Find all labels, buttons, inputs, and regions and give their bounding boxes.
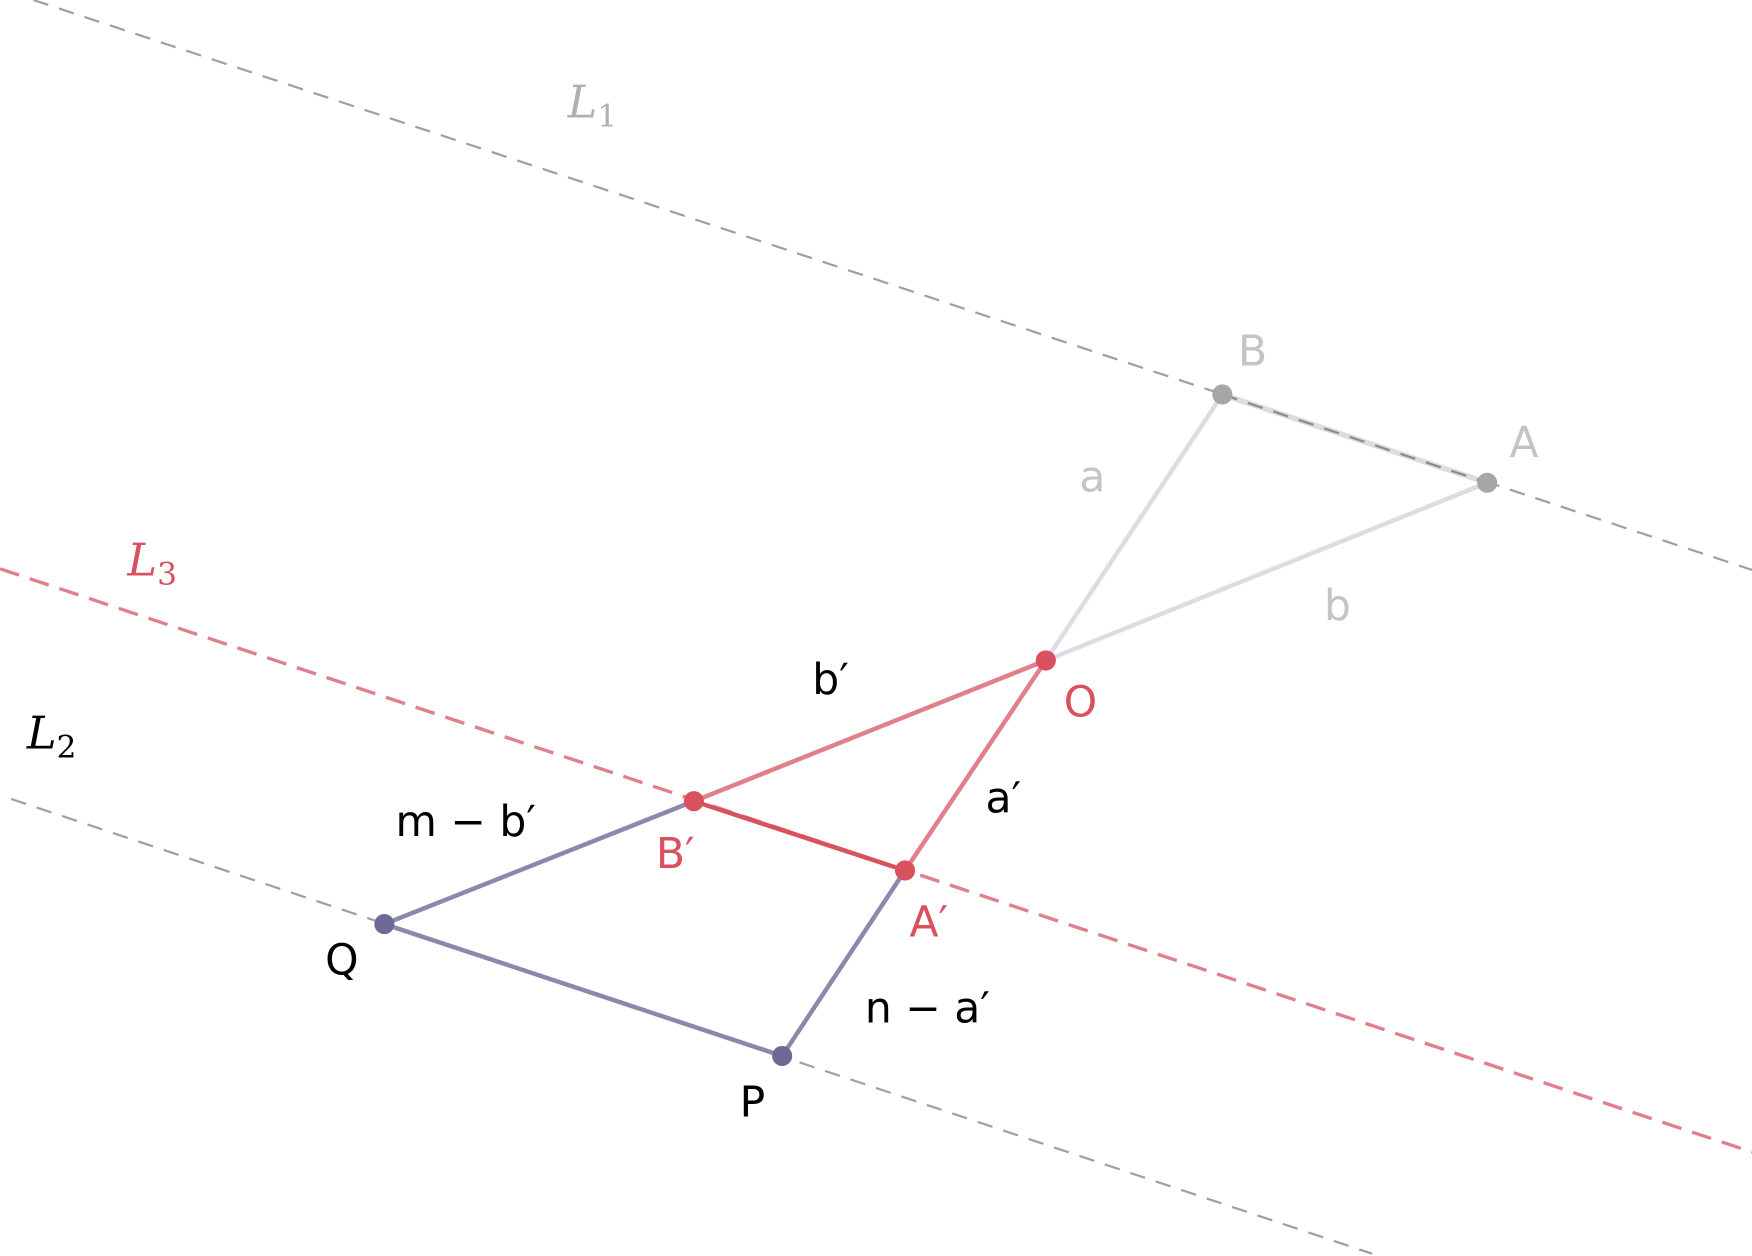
segment-n-minus-a-prime: [780, 869, 907, 1058]
segment-AB-dash: [1222, 393, 1488, 484]
label-B: B: [1238, 327, 1267, 376]
point-B-prime: [683, 791, 704, 812]
segment-a: [1043, 393, 1225, 662]
label-P: P: [740, 1078, 766, 1127]
point-Q: [374, 914, 395, 935]
label-m-minus-b-prime: m − b′: [396, 798, 536, 847]
segment-QP: [383, 921, 783, 1059]
segment-a-prime: [903, 659, 1048, 872]
label-L2: L2: [26, 708, 77, 766]
segment-A-prime-B-prime: [693, 799, 906, 873]
segment-m-minus-b-prime: [383, 799, 695, 927]
label-b: b: [1324, 582, 1351, 631]
label-Q: Q: [325, 936, 358, 985]
label-a: a: [1079, 454, 1105, 503]
label-a-prime: a′: [986, 774, 1022, 823]
label-L1: L1: [567, 76, 618, 134]
label-A: A: [1510, 419, 1539, 468]
segment-b-prime: [693, 658, 1047, 804]
label-n-minus-a-prime: n − a′: [865, 984, 990, 1033]
point-A: [1477, 472, 1498, 493]
label-A-prime: A′: [910, 898, 949, 947]
segment-b: [1045, 480, 1489, 663]
point-B: [1212, 384, 1233, 405]
label-b-prime: b′: [812, 656, 849, 705]
point-A-prime: [894, 860, 916, 881]
label-B-prime: B′: [656, 830, 695, 879]
label-O: O: [1064, 678, 1097, 727]
point-O: [1035, 650, 1056, 671]
label-L3: L3: [126, 534, 177, 592]
point-P: [772, 1045, 793, 1066]
